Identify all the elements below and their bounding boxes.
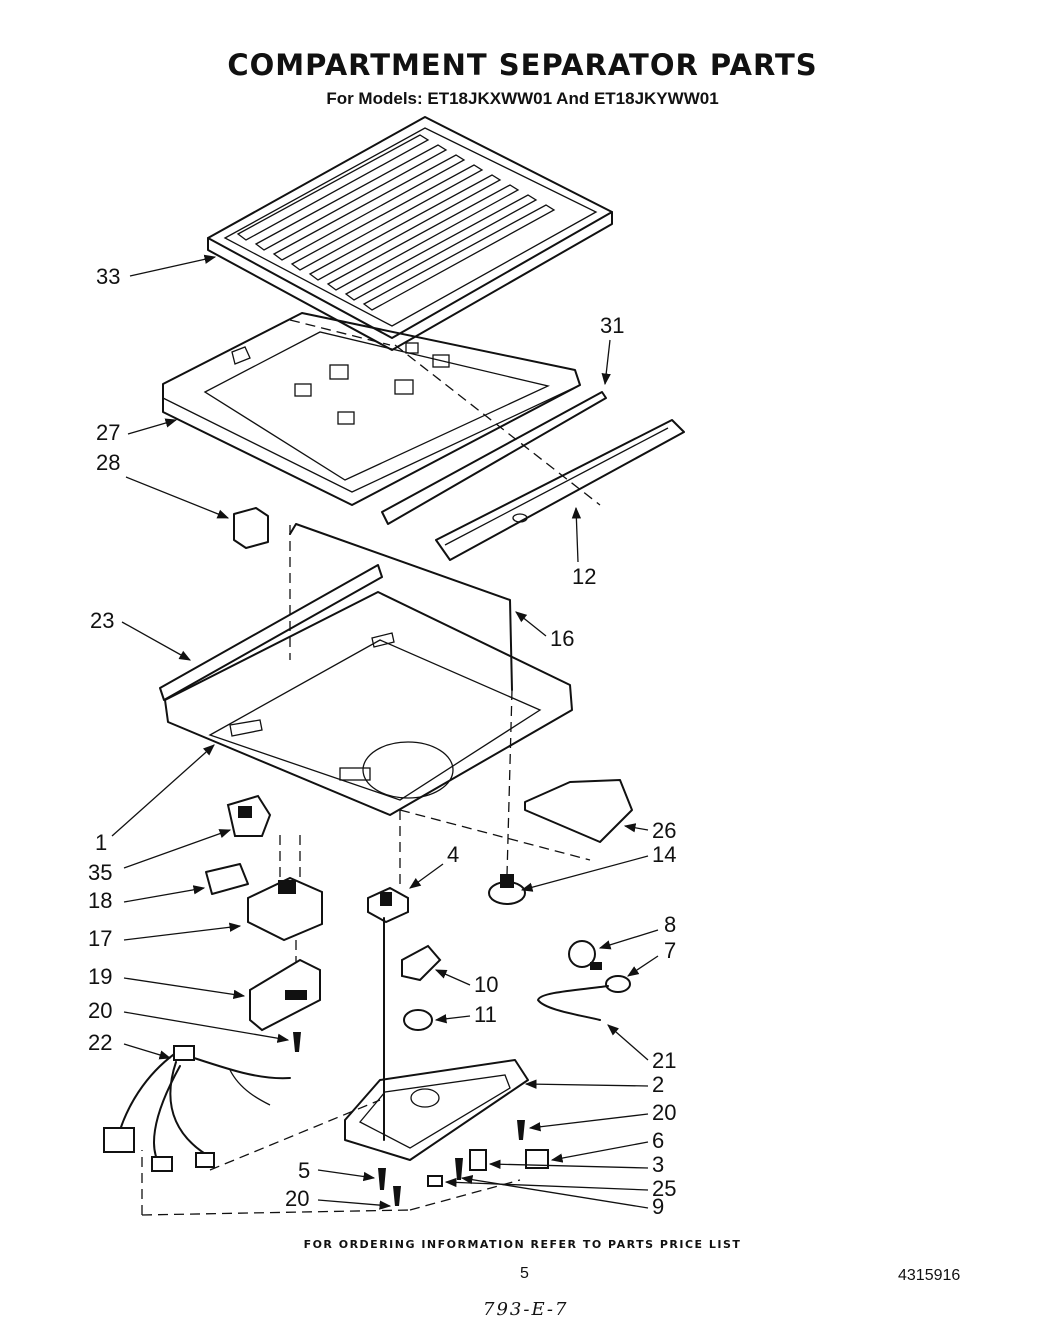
part-shelf-grille bbox=[207, 116, 613, 351]
svg-text:9: 9 bbox=[652, 1194, 664, 1219]
callout-28: 28 bbox=[96, 450, 230, 519]
svg-text:1: 1 bbox=[95, 830, 107, 855]
callout-2: 2 bbox=[524, 1072, 664, 1097]
callout-33: 33 bbox=[96, 254, 217, 289]
callout-23: 23 bbox=[90, 608, 192, 661]
part-motor-clip bbox=[401, 944, 442, 982]
part-heater-wire bbox=[289, 523, 513, 691]
callout-20-right: 20 bbox=[528, 1100, 676, 1132]
svg-text:20: 20 bbox=[88, 998, 112, 1023]
svg-text:21: 21 bbox=[652, 1048, 676, 1073]
callout-27: 27 bbox=[96, 418, 178, 445]
callout-25: 25 bbox=[444, 1176, 676, 1201]
callout-16: 16 bbox=[515, 611, 574, 651]
svg-text:16: 16 bbox=[550, 626, 574, 651]
svg-text:19: 19 bbox=[88, 964, 112, 989]
callout-8: 8 bbox=[598, 912, 676, 950]
callout-19: 19 bbox=[88, 964, 246, 1000]
callout-10: 10 bbox=[434, 969, 498, 997]
part-light-bulb bbox=[568, 940, 602, 970]
svg-text:12: 12 bbox=[572, 564, 596, 589]
callout-6: 6 bbox=[550, 1128, 664, 1163]
part-fan-blade bbox=[403, 1009, 433, 1031]
model-subtitle: For Models: ET18JKXWW01 And ET18JKYWW01 bbox=[326, 89, 719, 108]
callout-4: 4 bbox=[409, 842, 459, 889]
part-damper-connector bbox=[226, 794, 272, 837]
callout-3: 3 bbox=[488, 1152, 664, 1177]
svg-text:28: 28 bbox=[96, 450, 120, 475]
callout-20-upper-left: 20 bbox=[88, 998, 290, 1043]
svg-text:23: 23 bbox=[90, 608, 114, 633]
svg-text:5: 5 bbox=[298, 1158, 310, 1183]
svg-text:4: 4 bbox=[447, 842, 459, 867]
callout-18: 18 bbox=[88, 885, 206, 913]
svg-text:2: 2 bbox=[652, 1072, 664, 1097]
svg-text:14: 14 bbox=[652, 842, 676, 867]
svg-text:22: 22 bbox=[88, 1030, 112, 1055]
callout-11: 11 bbox=[434, 1002, 497, 1027]
part-spacer-block bbox=[233, 507, 269, 549]
svg-text:8: 8 bbox=[664, 912, 676, 937]
svg-text:10: 10 bbox=[474, 972, 498, 997]
part-drain-cap bbox=[488, 874, 526, 905]
callout-12: 12 bbox=[571, 506, 596, 589]
svg-text:20: 20 bbox=[652, 1100, 676, 1125]
svg-text:6: 6 bbox=[652, 1128, 664, 1153]
svg-text:35: 35 bbox=[88, 860, 112, 885]
part-separator-strip bbox=[159, 564, 383, 701]
callout-21: 21 bbox=[607, 1024, 676, 1073]
svg-text:27: 27 bbox=[96, 420, 120, 445]
part-separator-cover bbox=[162, 312, 581, 506]
callout-9: 9 bbox=[460, 1175, 664, 1219]
callout-20-lower: 20 bbox=[285, 1186, 392, 1211]
part-rail bbox=[435, 419, 685, 561]
part-separator bbox=[164, 591, 573, 816]
callout-7: 7 bbox=[627, 938, 676, 977]
ordering-note: FOR ORDERING INFORMATION REFER TO PARTS … bbox=[303, 1238, 742, 1251]
svg-text:33: 33 bbox=[96, 264, 120, 289]
document-number: 4315916 bbox=[898, 1267, 961, 1284]
callout-17: 17 bbox=[88, 922, 242, 951]
page-number: 5 bbox=[520, 1265, 529, 1282]
svg-text:20: 20 bbox=[285, 1186, 309, 1211]
part-strip bbox=[381, 391, 607, 525]
screws-and-small-parts bbox=[293, 1032, 549, 1206]
page-title: COMPARTMENT SEPARATOR PARTS bbox=[227, 48, 818, 82]
svg-text:25: 25 bbox=[652, 1176, 676, 1201]
part-wire-harness bbox=[103, 1045, 291, 1172]
part-grommet bbox=[205, 863, 249, 895]
part-lower-housing bbox=[344, 1059, 529, 1161]
svg-text:18: 18 bbox=[88, 888, 112, 913]
callout-1: 1 bbox=[95, 744, 215, 855]
svg-text:11: 11 bbox=[474, 1002, 497, 1027]
callout-26: 26 bbox=[623, 818, 676, 843]
callout-22: 22 bbox=[88, 1030, 172, 1060]
svg-text:31: 31 bbox=[600, 313, 624, 338]
part-light-socket bbox=[537, 975, 631, 1021]
part-fan-bracket bbox=[367, 886, 409, 1141]
svg-text:17: 17 bbox=[88, 926, 112, 951]
part-control-housing bbox=[247, 876, 323, 942]
callout-35: 35 bbox=[88, 829, 232, 885]
part-insulation-pad bbox=[524, 779, 633, 843]
callout-5: 5 bbox=[298, 1158, 376, 1183]
svg-text:26: 26 bbox=[652, 818, 676, 843]
svg-text:3: 3 bbox=[652, 1152, 664, 1177]
part-control-bracket bbox=[249, 958, 321, 1032]
callout-31: 31 bbox=[600, 313, 624, 386]
svg-text:7: 7 bbox=[664, 938, 676, 963]
handwritten-note: 793-E-7 bbox=[483, 1299, 569, 1320]
callout-14: 14 bbox=[520, 842, 676, 892]
alignment-lines bbox=[141, 319, 601, 1216]
